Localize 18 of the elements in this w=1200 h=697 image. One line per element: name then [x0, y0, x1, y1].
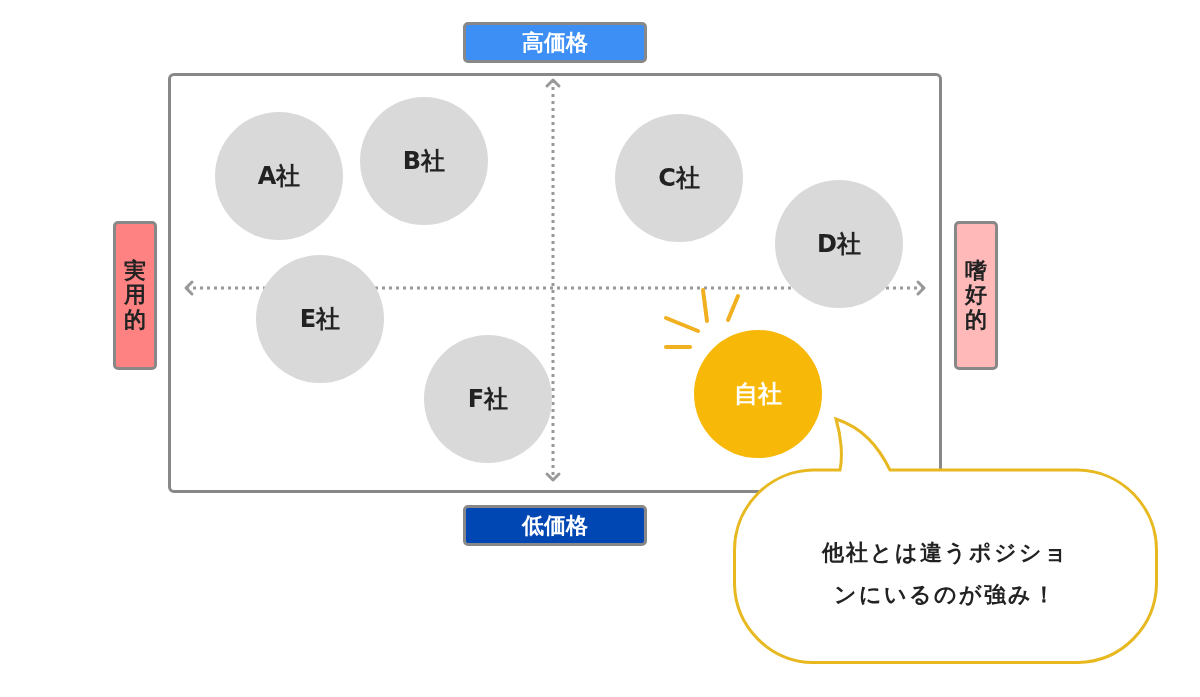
axis-label-text: 実用的	[124, 259, 146, 332]
company-label: F社	[467, 384, 509, 415]
axis-label	[463, 505, 647, 546]
company-label: B社	[402, 146, 446, 177]
company-label: C社	[658, 163, 700, 194]
axis-label-text: 嗜好的	[965, 259, 987, 332]
axis-label-text: 低価格	[522, 511, 588, 540]
chart-frame	[168, 73, 942, 493]
axis-label	[463, 22, 647, 63]
speech-bubble	[733, 416, 1158, 664]
axis-label	[113, 221, 157, 370]
axis-label	[954, 221, 998, 370]
callout-text: 他社とは違うポジションにいるのが強み！	[820, 539, 1070, 610]
company-label: A社	[257, 161, 301, 192]
company-label: D社	[817, 229, 861, 260]
company-label: 自社	[734, 379, 782, 410]
axis-label-text: 高価格	[522, 28, 588, 57]
company-label: E社	[299, 304, 341, 335]
